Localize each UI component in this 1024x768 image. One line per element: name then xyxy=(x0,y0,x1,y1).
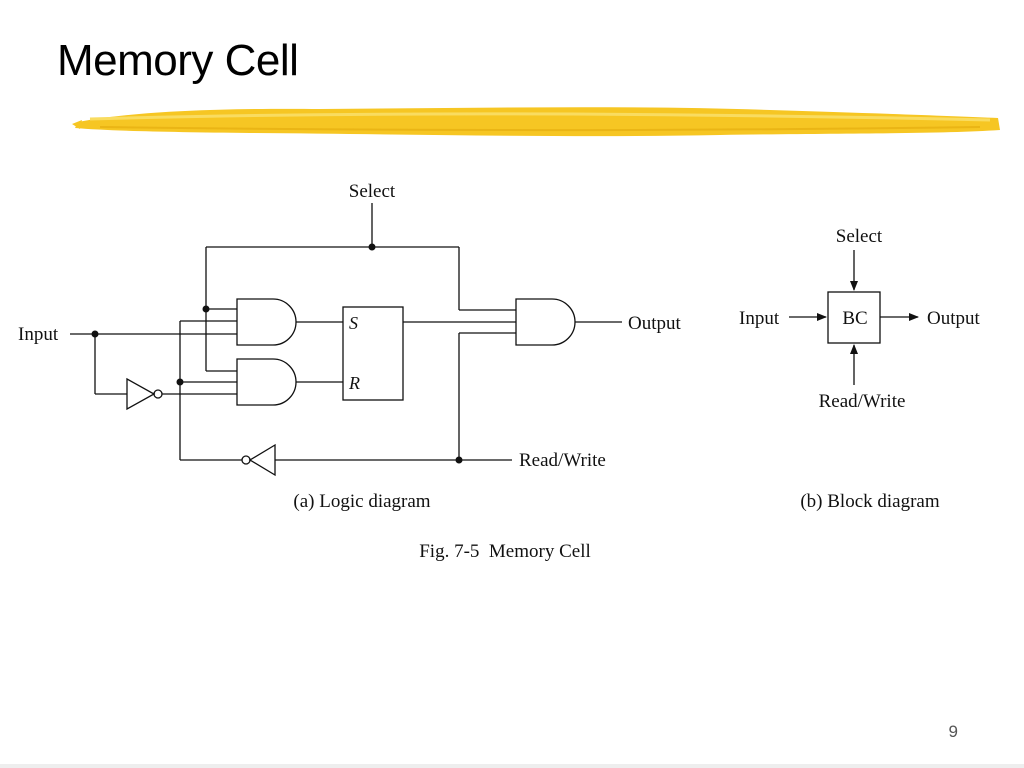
block-input-label: Input xyxy=(739,308,780,329)
block-read-write-label: Read/Write xyxy=(819,391,906,412)
slide-number: 9 xyxy=(948,722,958,741)
latch-s-label: S xyxy=(349,313,358,333)
block-output-label: Output xyxy=(927,308,981,329)
block-diagram-caption: (b) Block diagram xyxy=(800,491,940,512)
junction-dots xyxy=(91,243,463,464)
slide-title: Memory Cell xyxy=(57,36,299,85)
logic-diagram xyxy=(70,203,622,477)
read-write-inverter xyxy=(248,443,276,477)
input-inverter xyxy=(126,377,156,411)
read-write-label: Read/Write xyxy=(519,450,606,471)
select-label: Select xyxy=(349,181,396,202)
sr-latch xyxy=(342,306,404,401)
latch-r-label: R xyxy=(348,373,360,393)
input-label: Input xyxy=(18,324,59,345)
output-label: Output xyxy=(628,313,682,334)
title-highlight-stroke xyxy=(72,107,1000,137)
block-select-label: Select xyxy=(836,226,883,247)
block-label: BC xyxy=(842,308,867,329)
and-gate-output xyxy=(515,298,576,346)
logic-diagram-caption: (a) Logic diagram xyxy=(293,491,430,512)
and-gate-lower xyxy=(236,358,297,406)
bottom-rule xyxy=(0,764,1024,768)
block-diagram xyxy=(789,250,919,385)
and-gate-upper xyxy=(236,298,297,346)
figure-caption: Fig. 7-5 Memory Cell xyxy=(419,541,591,562)
